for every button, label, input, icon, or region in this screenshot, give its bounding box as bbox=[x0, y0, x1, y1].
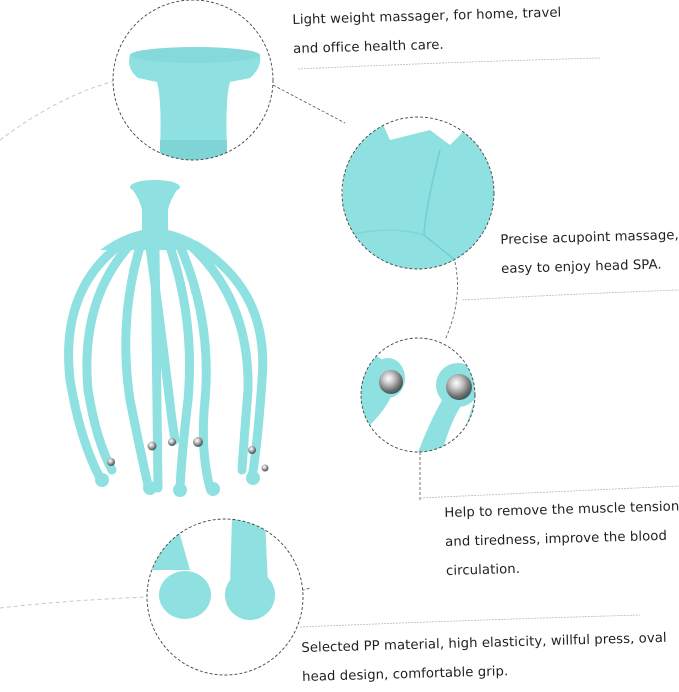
decorative-arc bbox=[0, 596, 149, 609]
caption-material: Selected PP material, high elasticity, w… bbox=[301, 624, 668, 692]
decorative-arc bbox=[0, 79, 119, 141]
caption-acupoint: Precise acupoint massage, easy to enjoy … bbox=[500, 221, 679, 284]
handle-detail-circle bbox=[113, 0, 273, 160]
caption-muscle: Help to remove the muscle tension and ti… bbox=[444, 492, 679, 586]
handle-detail-circle-border bbox=[112, 0, 274, 161]
joint-detail-circle-border bbox=[341, 116, 495, 270]
tip-detail-circle-border bbox=[146, 518, 304, 676]
ball-detail-circle-border bbox=[360, 337, 476, 453]
main-massager bbox=[64, 180, 269, 497]
caption-line: easy to enjoy head SPA. bbox=[501, 257, 662, 277]
caption-lightweight: Light weight massager, for home, travel … bbox=[292, 0, 563, 64]
